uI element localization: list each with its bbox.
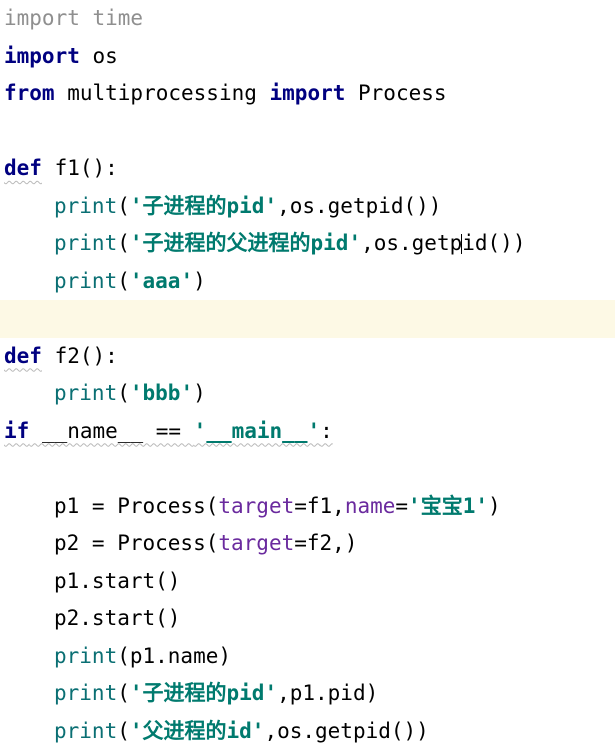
code-text: =f1, — [294, 493, 345, 518]
builtin-print: print — [54, 193, 118, 218]
code-line-16[interactable]: p1.start() — [0, 563, 615, 601]
builtin-print: print — [54, 718, 118, 743]
builtin-print: print — [54, 681, 118, 705]
keyword-import: import — [269, 81, 346, 105]
code-line-1[interactable]: import time — [0, 0, 615, 38]
keyword-import: import — [4, 43, 80, 68]
code-line-20[interactable]: print('父进程的id',os.getpid()) — [0, 713, 615, 751]
keyword-if: if — [4, 418, 30, 443]
code-line-10[interactable]: def f2(): — [0, 338, 615, 376]
function-signature: f1(): — [41, 156, 118, 180]
paren: ( — [117, 193, 130, 218]
code-line-6[interactable]: print('子进程的pid',os.getpid()) — [0, 188, 615, 226]
string-literal: '宝宝1' — [408, 493, 488, 518]
code-line-11[interactable]: print('bbb') — [0, 375, 615, 413]
function-signature: f2(): — [41, 343, 118, 368]
code-line-13[interactable] — [0, 450, 615, 488]
string-literal: '父进程的id' — [129, 718, 265, 743]
code-text: p2.start() — [54, 606, 181, 630]
string-literal: '__main__' — [193, 418, 321, 443]
builtin-print: print — [54, 643, 118, 668]
code-line-17[interactable]: p2.start() — [0, 600, 615, 638]
paren: ( — [117, 718, 130, 743]
code-text: p2 = Process( — [54, 531, 219, 555]
code-text: p1.start() — [54, 568, 181, 593]
code-line-3[interactable]: from multiprocessing import Process — [0, 75, 615, 113]
keyword-from: from — [4, 81, 55, 105]
paren: ( — [117, 231, 130, 255]
code-line-5[interactable]: def f1(): — [0, 150, 615, 188]
module-multiprocessing: multiprocessing — [54, 81, 270, 105]
code-text: __name__ == — [29, 418, 194, 443]
string-literal: '子进程的父进程的pid' — [129, 231, 362, 255]
keyword-def: def — [4, 156, 42, 180]
code-text: ,os.getpid()) — [277, 193, 442, 218]
builtin-print: print — [54, 268, 118, 293]
string-literal: 'aaa' — [129, 268, 194, 293]
code-text: p1 = Process( — [54, 493, 219, 518]
code-line-12[interactable]: if __name__ == '__main__': — [0, 413, 615, 451]
paren: ( — [117, 681, 130, 705]
builtin-print: print — [54, 381, 118, 405]
text-cursor-icon — [461, 234, 463, 254]
code-text: ,p1.pid) — [277, 681, 379, 705]
code-text: =f2,) — [294, 531, 358, 555]
string-literal: '子进程的pid' — [129, 681, 278, 705]
code-text: ,os.getp — [361, 231, 463, 255]
code-text: ) — [193, 268, 206, 293]
code-line-4[interactable] — [0, 113, 615, 151]
string-literal: '子进程的pid' — [129, 193, 278, 218]
code-line-18[interactable]: print(p1.name) — [0, 638, 615, 676]
keyword-def: def — [4, 343, 42, 368]
code-text: : — [320, 418, 333, 443]
param-target: target — [218, 531, 295, 555]
builtin-print: print — [54, 231, 118, 255]
code-line-19[interactable]: print('子进程的pid',p1.pid) — [0, 675, 615, 713]
paren: ( — [117, 268, 130, 293]
code-line-8[interactable]: print('aaa') — [0, 263, 615, 301]
string-literal: 'bbb' — [129, 381, 194, 405]
module-os: os — [79, 43, 118, 68]
code-line-7[interactable]: print('子进程的父进程的pid',os.getpid()) — [0, 225, 615, 263]
code-text: ) — [193, 381, 206, 405]
code-text: ,os.getpid()) — [264, 718, 429, 743]
code-text: = — [395, 493, 409, 518]
param-name: name — [344, 493, 396, 518]
keyword-import: import — [4, 6, 80, 30]
code-text: id()) — [462, 231, 526, 255]
code-line-14[interactable]: p1 = Process(target=f1,name='宝宝1') — [0, 488, 615, 526]
code-line-15[interactable]: p2 = Process(target=f2,) — [0, 525, 615, 563]
class-process: Process — [345, 81, 447, 105]
code-line-9-current[interactable] — [0, 300, 615, 338]
code-line-2[interactable]: import os — [0, 38, 615, 76]
param-target: target — [218, 493, 295, 518]
paren: ( — [117, 381, 130, 405]
code-text: ) — [487, 493, 501, 518]
module-time: time — [79, 6, 144, 30]
code-text: (p1.name) — [117, 643, 232, 668]
